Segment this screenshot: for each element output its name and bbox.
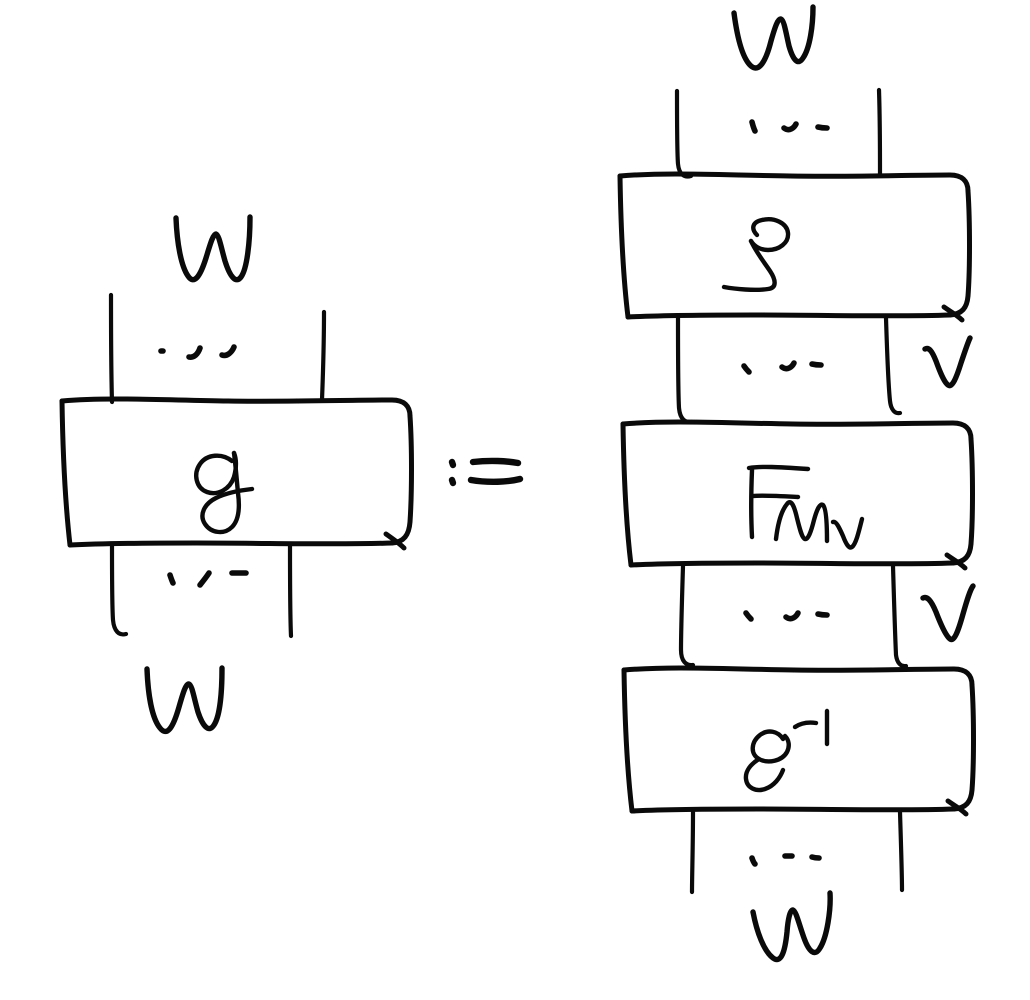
left-box-g-label-glyph xyxy=(194,450,255,535)
right-bundle-1-wire-left xyxy=(675,315,695,425)
box-s-label-glyph xyxy=(721,217,791,293)
right-bundle-2-wire-left xyxy=(678,563,696,668)
left-bottom-bundle-ellipsis-icon xyxy=(167,570,249,588)
left-bottom-wire-label-w-glyph xyxy=(144,665,225,735)
right-bundle-bottom-ellipsis-icon xyxy=(749,853,822,867)
right-bundle-top-wire-right xyxy=(876,87,883,177)
right-bundle-2-ellipsis-icon xyxy=(743,610,830,622)
box-s-inverse xyxy=(621,665,976,817)
right-bundle-2-wire-right xyxy=(890,563,909,669)
left-top-wire-right xyxy=(319,309,327,403)
box-s xyxy=(617,171,972,323)
box-f-mv xyxy=(620,419,975,571)
right-bundle-1-ellipsis-icon xyxy=(741,360,824,375)
right-bundle-1-wire-right xyxy=(883,315,903,416)
left-bottom-wire-right xyxy=(287,542,294,639)
left-bottom-wire-left xyxy=(109,542,129,637)
bundle-2-v-label-glyph xyxy=(920,583,976,643)
left-top-bundle-ellipsis-icon xyxy=(158,344,237,360)
box-s-inverse-label-glyph xyxy=(743,729,791,793)
left-box-g xyxy=(59,396,414,551)
left-top-wire-label-w-glyph xyxy=(173,214,253,283)
bundle-1-v-label-glyph xyxy=(922,335,973,389)
box-f-label-glyph xyxy=(746,464,811,540)
right-bundle-bottom-wire-right xyxy=(897,809,905,893)
right-side-group xyxy=(617,4,976,963)
box-f-subscript-mv-glyph xyxy=(773,500,865,550)
right-bundle-top-wire-left xyxy=(674,88,694,179)
right-top-wire-label-w-glyph xyxy=(731,4,816,71)
left-side-group xyxy=(59,214,414,735)
box-s-inverse-superscript-glyph xyxy=(792,708,830,747)
right-bottom-wire-label-w-glyph xyxy=(750,890,833,963)
right-bundle-bottom-wire-left xyxy=(689,809,696,895)
relation-symbol-define-icon xyxy=(448,457,524,487)
left-top-wire-left xyxy=(108,292,115,405)
right-bundle-top-ellipsis-icon xyxy=(749,119,830,134)
